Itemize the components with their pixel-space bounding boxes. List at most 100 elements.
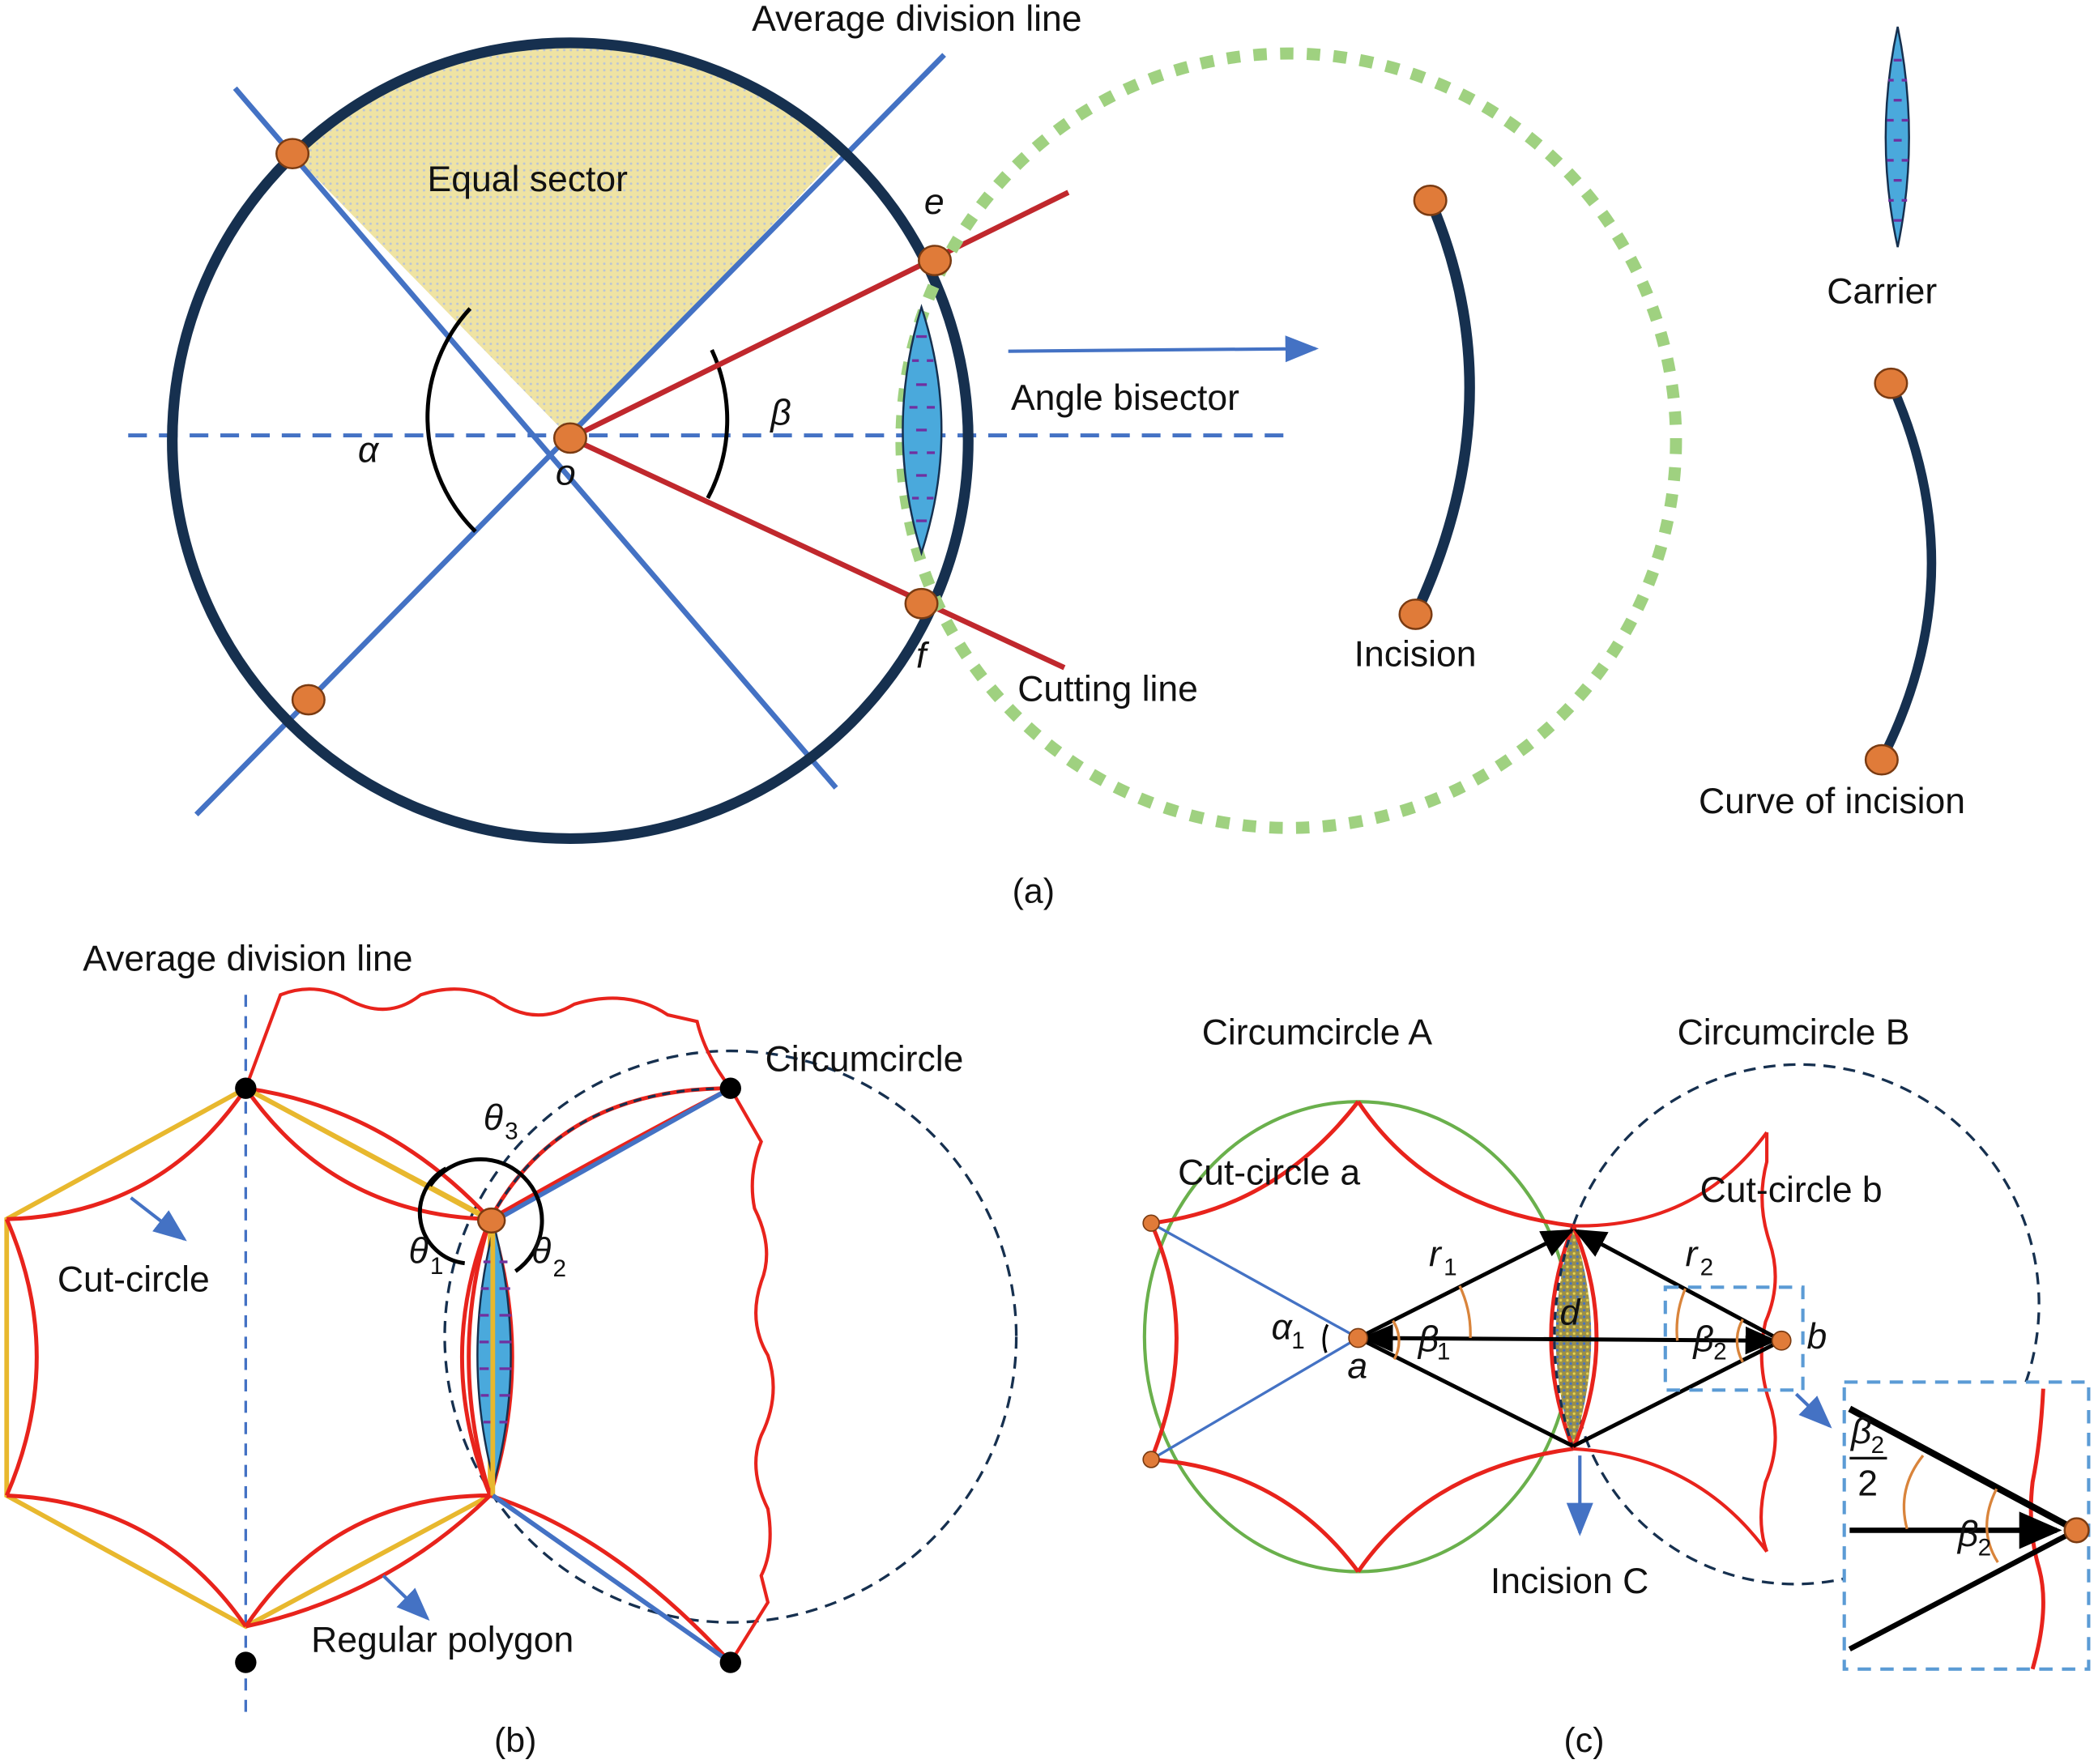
label-circumcircle: Circumcircle bbox=[766, 1039, 964, 1079]
label-r2: r 2 bbox=[1686, 1234, 1714, 1281]
label-carrier: Carrier bbox=[1827, 271, 1937, 311]
cutting-line-lower bbox=[569, 435, 1066, 671]
svg-text:2: 2 bbox=[1978, 1535, 1992, 1562]
ab-vector-left bbox=[1360, 1323, 1574, 1353]
label-cut-circle: Cut-circle bbox=[58, 1259, 210, 1299]
label-f: f bbox=[916, 636, 930, 675]
label-alpha1: α 1 bbox=[1271, 1308, 1304, 1355]
label-theta1: θ 1 bbox=[408, 1232, 443, 1280]
svg-text:3: 3 bbox=[505, 1118, 518, 1144]
label-incision: Incision bbox=[1354, 635, 1477, 675]
panel-c: Circumcircle A Circumcircle B Cut-circle… bbox=[1142, 1012, 2091, 1760]
r1-vector bbox=[1357, 1229, 1575, 1340]
svg-text:2: 2 bbox=[1700, 1255, 1714, 1281]
label-curve-of-incision: Curve of incision bbox=[1699, 782, 1965, 821]
r2-vector bbox=[1573, 1229, 1783, 1343]
blue-chord-lower bbox=[491, 1493, 732, 1664]
incision-bottom-dot bbox=[1398, 599, 1433, 630]
label-incision-c: Incision C bbox=[1491, 1562, 1648, 1601]
center-dot-o bbox=[552, 422, 587, 454]
svg-text:1: 1 bbox=[1444, 1255, 1457, 1281]
label-regular-polygon: Regular polygon bbox=[311, 1620, 574, 1660]
label-equal-sector: Equal sector bbox=[428, 160, 629, 199]
cut-circle-a-arcs bbox=[1149, 1100, 1574, 1573]
carrier-dashes-b bbox=[479, 1260, 512, 1424]
average-division-line-1 bbox=[232, 86, 838, 790]
svg-text:1: 1 bbox=[1291, 1327, 1304, 1354]
regular-polygon bbox=[4, 1086, 493, 1630]
label-circumcircle-a: Circumcircle A bbox=[1202, 1012, 1433, 1052]
circumcircle-b bbox=[443, 1049, 1018, 1624]
label-beta2-half: β 2 2 bbox=[1849, 1412, 1887, 1504]
inset-lower-line bbox=[1848, 1529, 2075, 1652]
label-a: a bbox=[1347, 1346, 1367, 1386]
orange-dots-a bbox=[275, 138, 1448, 716]
curve-top-dot bbox=[1874, 367, 1908, 399]
label-cutting-line: Cutting line bbox=[1017, 670, 1198, 709]
incision-lens-d bbox=[1555, 1228, 1592, 1447]
svg-text:β: β bbox=[1691, 1319, 1713, 1359]
circumcircle-b-dashed bbox=[1572, 1063, 2041, 1586]
label-average-division-line-a: Average division line bbox=[752, 0, 1081, 39]
orange-dots-c bbox=[1142, 1214, 1792, 1468]
svg-text:2: 2 bbox=[1857, 1464, 1878, 1504]
svg-text:θ: θ bbox=[408, 1232, 428, 1272]
panel-a: Average division line Equal sector α β o… bbox=[128, 0, 1965, 911]
svg-text:1: 1 bbox=[430, 1253, 444, 1280]
svg-text:β: β bbox=[1849, 1412, 1871, 1451]
rhombus-lower-right bbox=[1572, 1339, 1783, 1448]
blue-chord-upper bbox=[491, 1086, 732, 1225]
label-theta3: θ 3 bbox=[484, 1098, 518, 1145]
carrier-standalone-dashes bbox=[1887, 58, 1908, 222]
label-alpha: α bbox=[358, 431, 380, 471]
label-cut-circle-b: Cut-circle b bbox=[1700, 1170, 1883, 1210]
svg-text:r: r bbox=[1686, 1234, 1700, 1274]
inset-upper-line bbox=[1848, 1405, 2076, 1532]
svg-text:2: 2 bbox=[553, 1255, 567, 1282]
label-r1: r 1 bbox=[1429, 1234, 1457, 1281]
alpha1-arc bbox=[1322, 1323, 1329, 1353]
label-inset-beta2: β 2 bbox=[1956, 1515, 1991, 1562]
caption-b: (b) bbox=[494, 1721, 536, 1760]
zoom-region-box bbox=[1663, 1285, 1805, 1392]
cut-circle-b-arcs bbox=[1572, 1131, 1777, 1553]
incision-curve bbox=[1410, 198, 1475, 617]
equal-sector bbox=[292, 46, 840, 438]
carrier-dashes bbox=[909, 334, 936, 522]
label-beta1: β 1 bbox=[1417, 1319, 1451, 1365]
circumcircle-overlay-arc bbox=[488, 1087, 731, 1221]
zoom-pointer bbox=[1794, 1392, 1832, 1429]
svg-text:2: 2 bbox=[1871, 1432, 1885, 1459]
panel-b: Average division line Circumcircle Cut-c… bbox=[4, 940, 1018, 1760]
label-theta2: θ 2 bbox=[531, 1232, 566, 1282]
curve-bottom-dot bbox=[1864, 744, 1899, 776]
polygon-pointer bbox=[382, 1574, 430, 1621]
label-o: o bbox=[556, 454, 576, 493]
label-e: e bbox=[924, 182, 945, 222]
orange-angle-arcs bbox=[1392, 1285, 1744, 1363]
point-e bbox=[917, 245, 953, 276]
label-b: b bbox=[1807, 1317, 1827, 1357]
polygon-edge-top bbox=[244, 1086, 494, 1225]
beta-arc bbox=[706, 348, 730, 500]
rhombus-lower-left bbox=[1357, 1336, 1575, 1448]
label-angle-bisector: Angle bisector bbox=[1011, 378, 1239, 418]
point-f bbox=[904, 587, 939, 620]
svg-text:1: 1 bbox=[1437, 1338, 1451, 1365]
theta-arc bbox=[417, 1157, 544, 1273]
blue-radius-upper bbox=[1150, 1221, 1359, 1340]
inset-point-b bbox=[2063, 1517, 2090, 1544]
label-beta2: β 2 bbox=[1691, 1319, 1726, 1365]
label-d: d bbox=[1560, 1293, 1581, 1333]
vertex-dot bbox=[275, 138, 310, 170]
curve-of-incision bbox=[1877, 381, 1937, 762]
svg-text:θ: θ bbox=[531, 1232, 551, 1272]
cut-circle-pointer bbox=[130, 1196, 187, 1242]
svg-text:2: 2 bbox=[1713, 1338, 1727, 1365]
cut-circle-arcs bbox=[4, 1086, 493, 1629]
label-circumcircle-b: Circumcircle B bbox=[1678, 1012, 1910, 1052]
label-cut-circle-a: Cut-circle a bbox=[1178, 1153, 1360, 1192]
vertex-dot bbox=[291, 684, 326, 716]
svg-text:θ: θ bbox=[484, 1098, 503, 1138]
